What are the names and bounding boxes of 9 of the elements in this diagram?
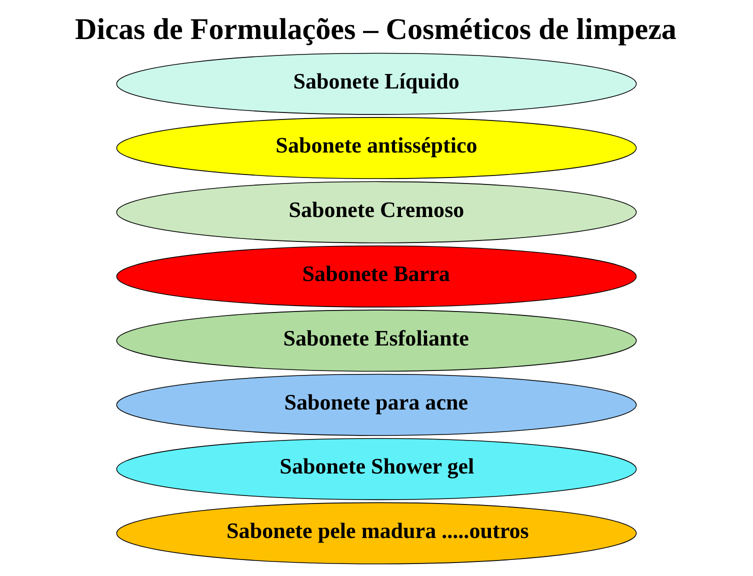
node-ellipse: Sabonete Barra [116,245,637,308]
node-ellipse: Sabonete pele madura .....outros [116,502,637,564]
diagram-title: Dicas de Formulações – Cosméticos de limpeza [75,12,676,46]
node-ellipse: Sabonete Esfoliante [116,310,637,372]
node-ellipse: Sabonete para acne [116,374,637,436]
node-ellipse: Sabonete Líquido [116,52,637,115]
node-ellipse: Sabonete Cremoso [116,181,637,244]
node-ellipse: Sabonete antisséptico [116,117,637,180]
node-ellipse: Sabonete Shower gel [116,438,637,500]
